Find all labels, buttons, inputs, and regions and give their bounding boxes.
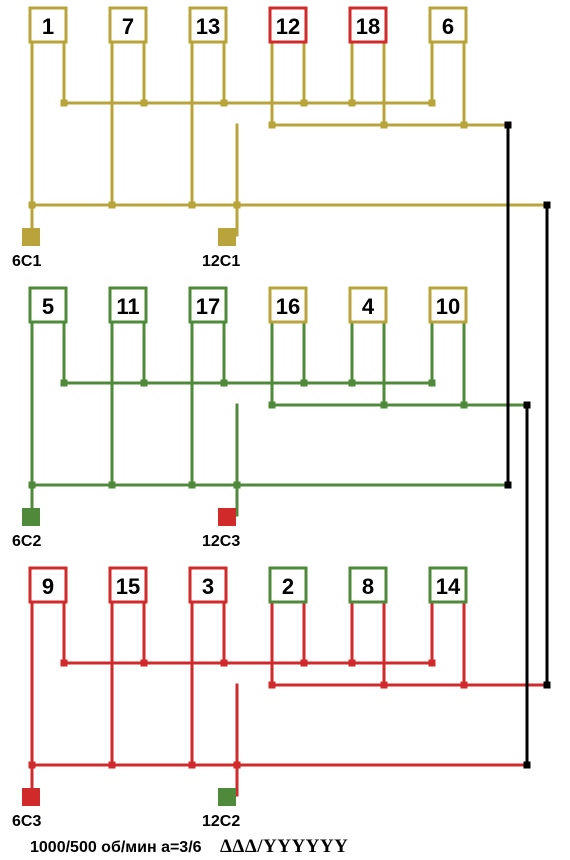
- terminal-12c2: [218, 788, 236, 806]
- coil-label-6: 6: [442, 14, 454, 39]
- coil-label-10: 10: [436, 294, 460, 319]
- terminal-12c1: [218, 228, 236, 246]
- coil-box-8: [348, 566, 388, 604]
- coil-box-6: [428, 6, 468, 44]
- coil-box-14: [428, 566, 468, 604]
- coil-label-12: 12: [276, 14, 300, 39]
- coil-box-4: [348, 286, 388, 324]
- junction-dot: [348, 659, 356, 667]
- junction-dot: [523, 761, 531, 769]
- coil-label-2: 2: [282, 574, 294, 599]
- coil-box-2: [268, 566, 308, 604]
- coil-box-12: [268, 6, 308, 44]
- junction-dot: [428, 659, 436, 667]
- junction-dot: [233, 201, 241, 209]
- junction-dot: [504, 121, 512, 129]
- junction-dot: [543, 681, 551, 689]
- junction-dot: [60, 659, 68, 667]
- coil-label-8: 8: [362, 574, 374, 599]
- speed-caption: 1000/500 об/мин a=3/6: [30, 839, 202, 856]
- junction-dot: [60, 99, 68, 107]
- coil-box-9: [28, 566, 68, 604]
- caption: 1000/500 об/мин a=3/6 ΔΔΔ/YYYYYY: [30, 836, 348, 858]
- terminal-label-12c1: 12C1: [202, 253, 240, 270]
- coil-label-13: 13: [196, 14, 220, 39]
- coil-box-1: [28, 6, 68, 44]
- coil-label-9: 9: [42, 574, 54, 599]
- coil-box-17: [188, 286, 228, 324]
- terminal-label-6c2: 6C2: [12, 533, 41, 550]
- junction-dot: [300, 659, 308, 667]
- junction-dot: [140, 379, 148, 387]
- junction-dot: [300, 379, 308, 387]
- connection-scheme-caption: ΔΔΔ/YYYYYY: [220, 836, 349, 857]
- junction-dot: [140, 659, 148, 667]
- terminal-label-6c3: 6C3: [12, 813, 41, 830]
- junction-dot: [428, 99, 436, 107]
- coil-label-11: 11: [116, 294, 139, 319]
- junction-dot: [300, 99, 308, 107]
- junction-dot: [60, 379, 68, 387]
- coil-box-3: [188, 566, 228, 604]
- coil-box-11: [108, 286, 148, 324]
- junction-dot: [460, 681, 468, 689]
- coil-label-7: 7: [122, 14, 134, 39]
- junction-dot: [268, 401, 276, 409]
- coil-label-18: 18: [356, 14, 380, 39]
- coil-box-10: [428, 286, 468, 324]
- coil-label-16: 16: [276, 294, 300, 319]
- coil-box-13: [188, 6, 228, 44]
- junction-dot: [220, 99, 228, 107]
- junction-dot: [348, 99, 356, 107]
- coil-box-7: [108, 6, 148, 44]
- junction-dot: [348, 379, 356, 387]
- junction-dot: [188, 761, 196, 769]
- junction-dot: [460, 121, 468, 129]
- junction-dot: [188, 481, 196, 489]
- junction-dot: [428, 379, 436, 387]
- junction-dot: [220, 379, 228, 387]
- coil-label-1: 1: [42, 14, 54, 39]
- terminal-6c3: [22, 788, 40, 806]
- coil-box-15: [108, 566, 148, 604]
- coil-label-15: 15: [116, 574, 140, 599]
- junction-dot: [380, 681, 388, 689]
- terminal-6c1: [22, 228, 40, 246]
- junction-dot: [108, 761, 116, 769]
- terminal-12c3: [218, 508, 236, 526]
- junction-dot: [233, 481, 241, 489]
- terminal-6c2: [22, 508, 40, 526]
- junction-dot: [380, 121, 388, 129]
- terminal-label-6c1: 6C1: [12, 253, 41, 270]
- junction-dot: [543, 201, 551, 209]
- junction-dot: [268, 681, 276, 689]
- junction-dot: [268, 121, 276, 129]
- coil-label-4: 4: [362, 294, 375, 319]
- junction-dot: [504, 481, 512, 489]
- junction-dot: [140, 99, 148, 107]
- coil-label-3: 3: [202, 574, 214, 599]
- terminal-label-12c2: 12C2: [202, 813, 240, 830]
- coil-box-18: [348, 6, 388, 44]
- coil-box-5: [28, 286, 68, 324]
- terminal-label-12c3: 12C3: [202, 533, 240, 550]
- junction-dot: [220, 659, 228, 667]
- coil-box-16: [268, 286, 308, 324]
- junction-dot: [380, 401, 388, 409]
- coil-label-5: 5: [42, 294, 54, 319]
- coil-label-14: 14: [436, 574, 461, 599]
- junction-dot: [188, 201, 196, 209]
- coil-label-17: 17: [196, 294, 220, 319]
- junction-dot: [233, 761, 241, 769]
- junction-dot: [523, 401, 531, 409]
- junction-dot: [108, 201, 116, 209]
- junction-dot: [460, 401, 468, 409]
- junction-dot: [108, 481, 116, 489]
